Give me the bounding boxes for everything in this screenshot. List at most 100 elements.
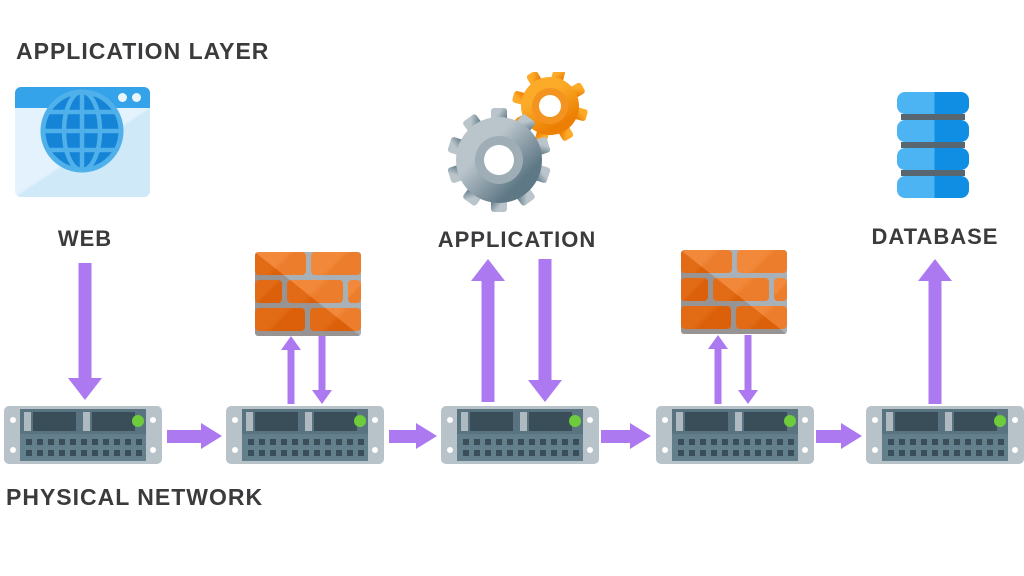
server-screw — [150, 417, 156, 423]
server-screw — [447, 417, 453, 423]
server-screw — [872, 417, 878, 423]
database-label: DATABASE — [871, 224, 999, 249]
brick — [713, 278, 769, 301]
server-vent-panel — [457, 434, 583, 461]
arrow-database-up — [918, 259, 952, 404]
arrow-server4-to-server5 — [816, 423, 862, 449]
vent-row — [248, 439, 365, 445]
server-screw — [802, 447, 808, 453]
page-title: APPLICATION LAYER — [16, 38, 270, 64]
brick — [255, 280, 282, 303]
physical-network-label: PHYSICAL NETWORK — [6, 484, 264, 510]
server-screw — [10, 447, 16, 453]
drive-bay-slot — [470, 412, 513, 431]
server-faceplate — [672, 409, 798, 461]
server-screw — [587, 447, 593, 453]
web-label: WEB — [57, 226, 113, 251]
rack-server-icon — [4, 406, 162, 464]
server-drive-row — [882, 409, 1008, 434]
server-screw — [1012, 447, 1018, 453]
globe-icon — [40, 89, 124, 173]
server-power-led — [569, 415, 581, 427]
brick — [774, 278, 787, 301]
server-vent-panel — [242, 434, 368, 461]
database-disc — [897, 176, 969, 198]
brick — [681, 250, 732, 273]
database-disc — [897, 148, 969, 170]
rack-server-icon — [866, 406, 1024, 464]
browser-globe-icon — [15, 87, 150, 197]
server-faceplate — [457, 409, 583, 461]
drive-bay-handle — [945, 412, 952, 431]
vent-row — [888, 450, 1005, 456]
drive-bay-handle — [520, 412, 527, 431]
application-label: APPLICATION — [437, 227, 597, 252]
server-faceplate — [882, 409, 1008, 461]
brick — [310, 308, 361, 331]
arrow-application-up — [471, 259, 505, 402]
server-power-led — [784, 415, 796, 427]
brick — [681, 306, 731, 329]
server-screw — [662, 417, 668, 423]
server-screw — [232, 447, 238, 453]
server-drive-row — [672, 409, 798, 434]
server-faceplate — [242, 409, 368, 461]
server-vent-panel — [20, 434, 146, 461]
drive-bay-slot — [255, 412, 298, 431]
server-drive-row — [242, 409, 368, 434]
drive-bay-handle — [676, 412, 683, 431]
gears-icon — [447, 72, 588, 212]
server-screw — [872, 447, 878, 453]
server-power-led — [132, 415, 144, 427]
firewall-brick-wall-icon — [681, 250, 787, 334]
brick — [255, 252, 306, 275]
brick — [255, 308, 305, 331]
drive-bay-slot — [314, 412, 357, 431]
drive-bay-handle — [735, 412, 742, 431]
drive-bay-handle — [461, 412, 468, 431]
rack-server-icon — [226, 406, 384, 464]
browser-window-dot — [118, 93, 127, 102]
database-separator — [901, 170, 965, 176]
database-separator — [901, 114, 965, 120]
drive-bay-slot — [529, 412, 572, 431]
server-vent-panel — [882, 434, 1008, 461]
drive-bay-slot — [33, 412, 76, 431]
vent-row — [888, 439, 1005, 445]
brick — [348, 280, 361, 303]
large-gear — [447, 108, 551, 212]
arrow-firewall2-down — [738, 335, 758, 404]
drive-bay-handle — [305, 412, 312, 431]
arrow-web-down — [68, 263, 102, 400]
brick — [737, 250, 787, 273]
database-icon — [897, 92, 969, 198]
arrow-firewall2-up — [708, 335, 728, 404]
drive-bay-slot — [895, 412, 938, 431]
drive-bay-slot — [744, 412, 787, 431]
arrow-application-down — [528, 259, 562, 402]
database-disc — [897, 120, 969, 142]
server-screw — [662, 447, 668, 453]
brick — [311, 252, 361, 275]
brick — [681, 278, 708, 301]
server-drive-row — [457, 409, 583, 434]
server-drive-row — [20, 409, 146, 434]
server-screw — [372, 417, 378, 423]
vent-row — [463, 450, 580, 456]
server-screw — [372, 447, 378, 453]
brick — [736, 306, 787, 329]
arrow-server1-to-server2 — [167, 423, 222, 449]
rack-server-icon — [441, 406, 599, 464]
vent-row — [248, 450, 365, 456]
server-screw — [232, 417, 238, 423]
drive-bay-handle — [246, 412, 253, 431]
database-separator — [901, 142, 965, 148]
browser-window-dot — [132, 93, 141, 102]
drive-bay-slot — [954, 412, 997, 431]
arrow-server2-to-server3 — [389, 423, 437, 449]
vent-row — [678, 439, 795, 445]
server-power-led — [354, 415, 366, 427]
drive-bay-handle — [83, 412, 90, 431]
firewall-brick-wall-icon — [255, 252, 361, 336]
